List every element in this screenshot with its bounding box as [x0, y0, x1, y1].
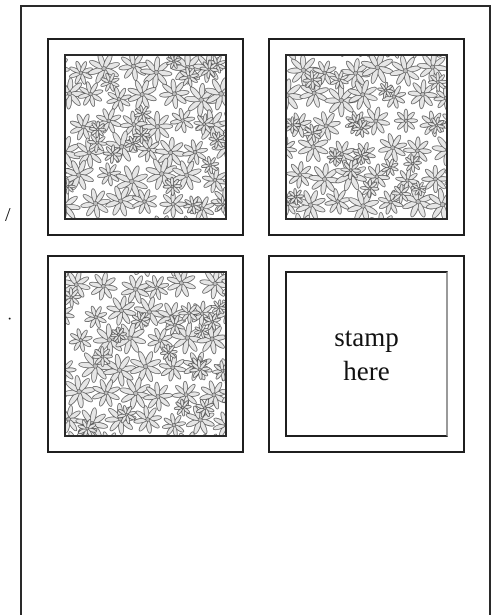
stamp-placeholder-panel: stamp here	[285, 271, 448, 437]
daisy-pattern-icon	[287, 56, 446, 218]
mat-frame-top-left	[47, 38, 244, 236]
stamp-label-line-1: stamp	[334, 320, 399, 354]
daisy-pattern-panel	[64, 271, 227, 437]
daisy-pattern-icon	[66, 273, 225, 435]
edge-fragment-mark: ·	[7, 312, 12, 328]
mat-frame-top-right	[268, 38, 465, 236]
stamp-placeholder-label: stamp here	[334, 320, 399, 388]
daisy-pattern-panel	[285, 54, 448, 220]
edge-fragment-mark: /	[5, 205, 11, 225]
mat-frame-bottom-left	[47, 255, 244, 453]
mat-frame-bottom-right: stamp here	[268, 255, 465, 453]
daisy-pattern-icon	[66, 56, 225, 218]
daisy-pattern-panel	[64, 54, 227, 220]
stamp-label-line-2: here	[334, 354, 399, 388]
